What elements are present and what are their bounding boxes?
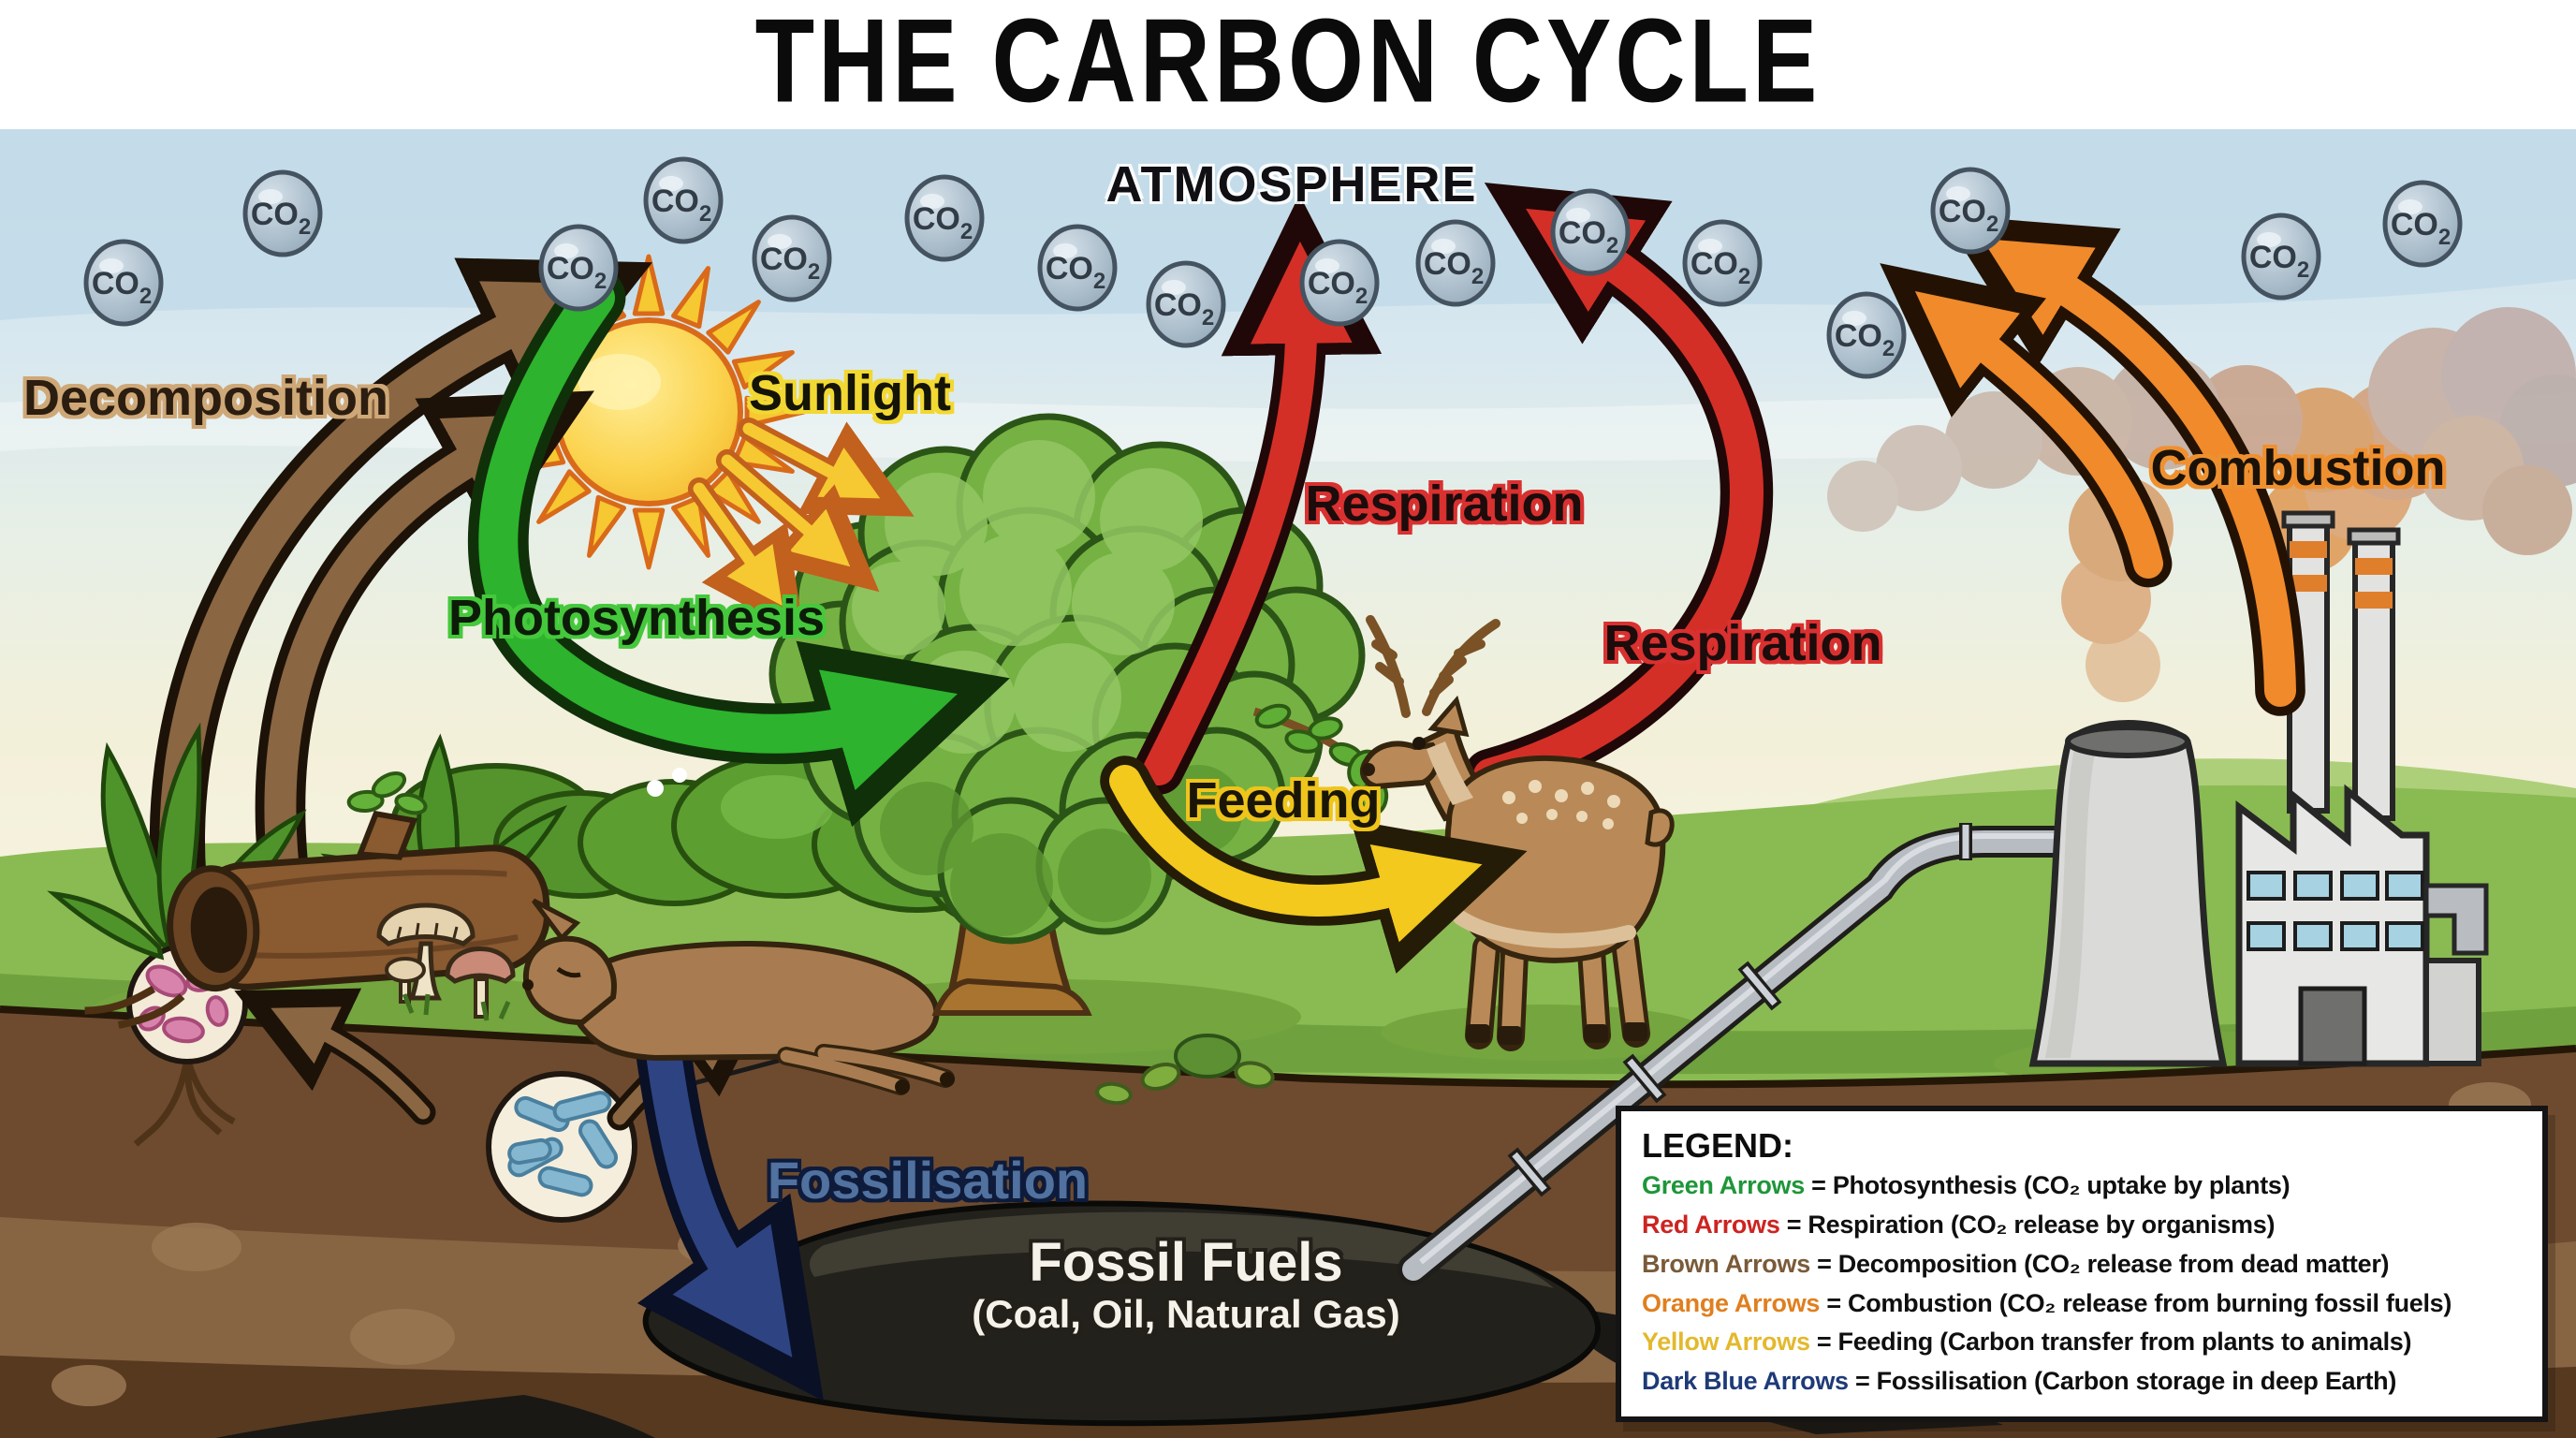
sun-ray [632,507,666,570]
legend-row: Brown Arrows = Decomposition (CO₂ releas… [1642,1245,2522,1284]
plant-roots [133,1057,236,1147]
respiration-arrows [1134,182,1774,802]
co2-molecule: CO2 [83,239,164,327]
cooling-tower [2028,720,2228,1067]
sunlight-label: Sunlight [749,365,951,421]
combustion-arrows [1880,214,2305,716]
legend-term: Orange Arrows [1642,1288,1821,1317]
legend-row: Yellow Arrows = Feeding (Carbon transfer… [1642,1323,2522,1362]
legend-term: Green Arrows [1642,1171,1805,1199]
legend-desc: = Combustion (CO₂ release from burning f… [1820,1288,2452,1317]
co2-molecules: CO2CO2CO2CO2CO2CO2CO2CO2CO2CO2CO2CO2CO2C… [83,156,2463,379]
co2-molecule: CO2 [538,224,619,312]
sun-ray [706,469,761,524]
fallen-log [84,770,550,1029]
combustion-label: Combustion [2150,440,2446,496]
fossilisation-arrow [635,1019,824,1401]
leaf-litter [1095,1034,1275,1106]
legend-row: Orange Arrows = Combustion (CO₂ release … [1642,1284,2522,1324]
legend-desc: = Photosynthesis (CO₂ uptake by plants) [1804,1171,2291,1199]
co2-molecule: CO2 [643,156,724,244]
co2-molecule: CO2 [904,174,985,262]
co2-molecule: CO2 [1415,219,1496,307]
fossil-fuels-label: Fossil Fuels [1029,1232,1343,1293]
co2-molecule: CO2 [1682,219,1763,307]
legend-desc: = Decomposition (CO₂ release from dead m… [1809,1249,2390,1278]
photosynthesis-label: Photosynthesis [447,590,826,646]
fossil-fuels-types-label: (Coal, Oil, Natural Gas) [972,1292,1400,1336]
sun-ray [706,300,761,355]
fossilisation-label: Fossilisation [767,1151,1089,1210]
co2-molecule: CO2 [752,214,832,302]
pipeline [1398,823,2103,1285]
co2-molecule: CO2 [1299,239,1380,327]
co2-molecule: CO2 [1146,260,1226,348]
pipe-coupling [1507,823,1972,1197]
deer-antlers [1366,615,1500,718]
legend-term: Dark Blue Arrows [1642,1367,1849,1396]
respiration-tree-label: Respiration [1305,476,1584,532]
legend-row: Dark Blue Arrows = Fossilisation (Carbon… [1642,1362,2522,1401]
co2-molecule: CO2 [1037,224,1118,312]
sun-ray [731,350,795,389]
sun-ray [744,395,807,429]
co2-molecule: CO2 [2382,180,2463,268]
feeding-label: Feeding [1186,772,1381,829]
respiration-animal-label: Respiration [1603,615,1882,671]
legend-term: Brown Arrows [1642,1249,1810,1278]
page-title: THE CARBON CYCLE [754,0,1822,128]
co2-molecule: CO2 [2241,213,2321,301]
factory-door [2298,986,2367,1066]
co2-molecule: CO2 [1826,291,1907,379]
photosynthesis-arrow [467,267,1010,828]
sun-ray [731,434,795,474]
decomposition-label: Decomposition [22,370,389,426]
legend-panel: LEGEND: Green Arrows = Photosynthesis (C… [1616,1106,2548,1422]
deer-spots [1502,780,1620,829]
legend-heading: LEGEND: [1642,1126,1793,1165]
legend-row: Green Arrows = Photosynthesis (CO₂ uptak… [1642,1167,2522,1206]
co2-molecule: CO2 [242,169,323,257]
co2-molecule: CO2 [1930,167,2011,255]
dead-animal [522,898,955,1095]
legend-term: Red Arrows [1642,1210,1780,1239]
factory-windows [2247,871,2424,951]
factory [2028,510,2489,1067]
legend-desc: = Respiration (CO₂ release by organisms) [1779,1210,2276,1239]
co2-molecule: CO2 [1550,188,1631,276]
legend-term: Yellow Arrows [1642,1328,1810,1357]
factory-building [2235,784,2489,1067]
legend-row: Red Arrows = Respiration (CO₂ release by… [1642,1206,2522,1245]
legend-desc: = Feeding (Carbon transfer from plants t… [1809,1328,2412,1357]
mushrooms [376,902,516,1021]
branch-leaves [1254,703,1389,816]
legend-desc: = Fossilisation (Carbon storage in deep … [1848,1367,2397,1396]
feeding-arrow [1100,756,1528,974]
atmosphere-label: ATMOSPHERE [1105,156,1478,213]
sunlight-arrows [687,417,915,638]
sun-ray [671,266,710,330]
